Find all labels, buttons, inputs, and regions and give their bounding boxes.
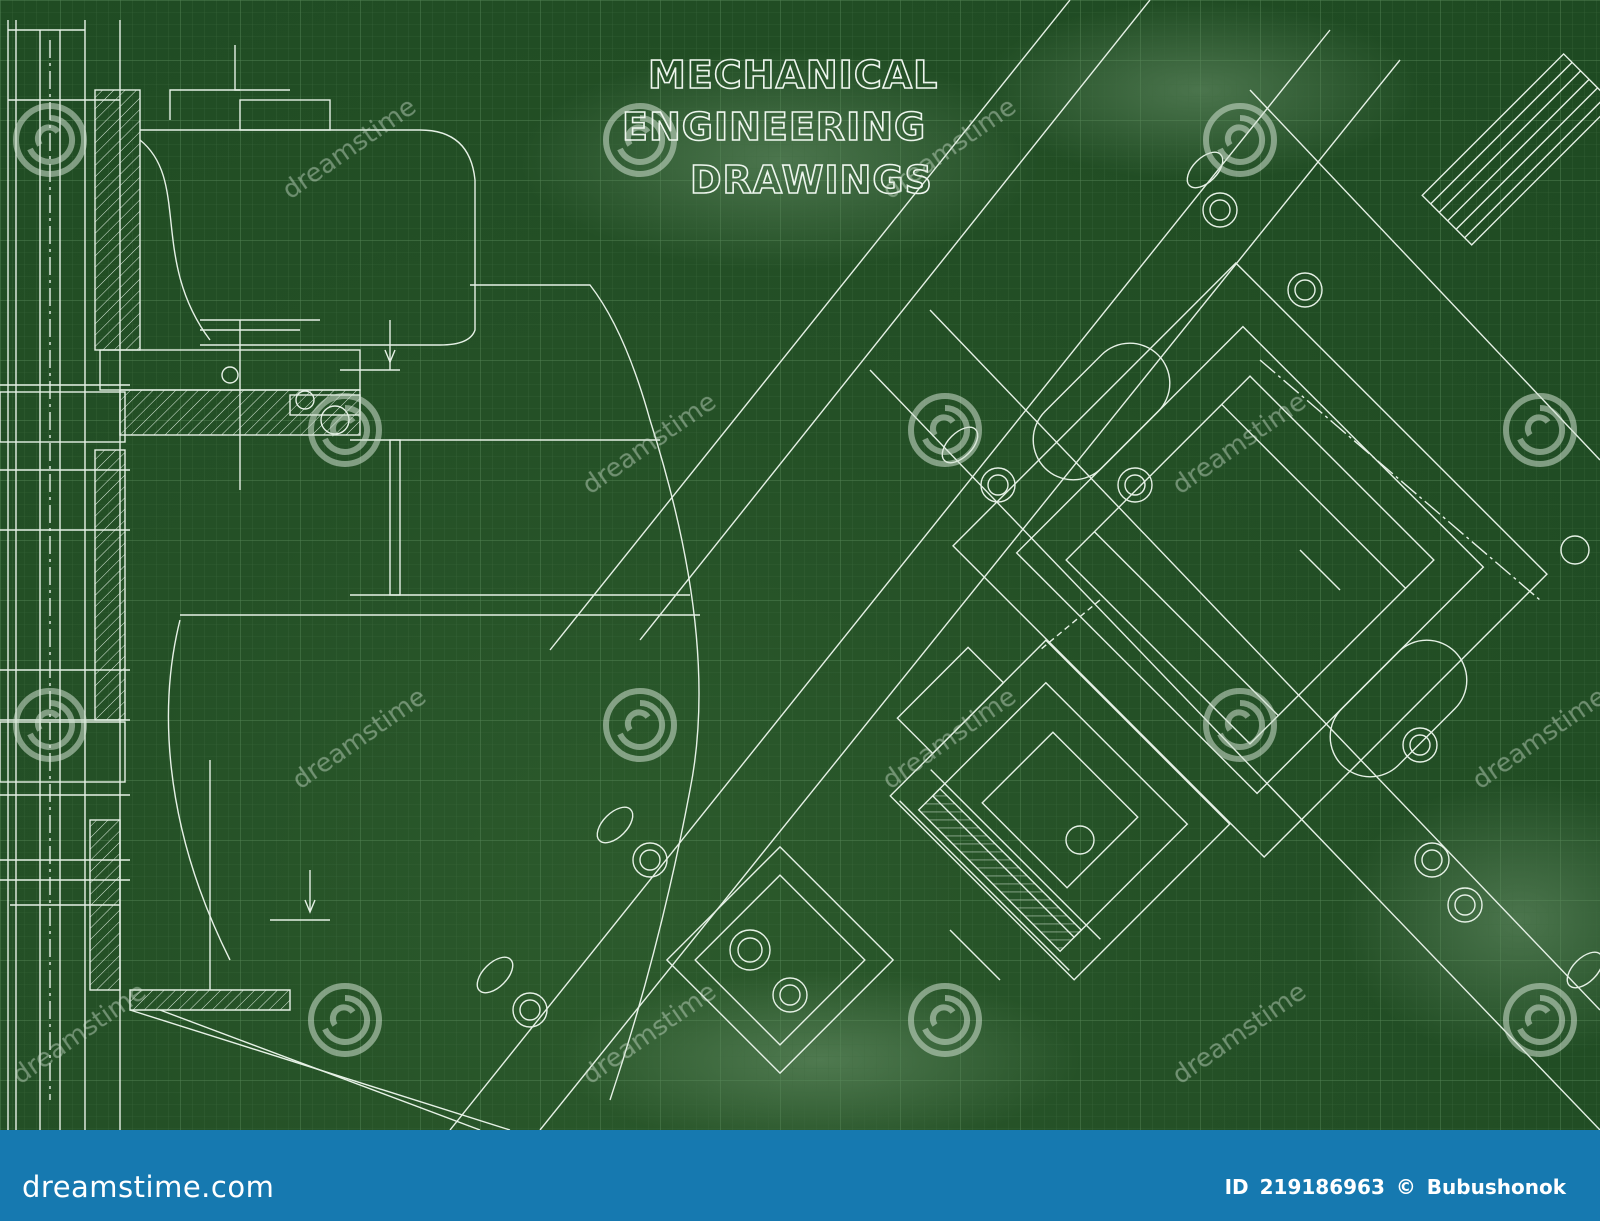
image-id-label: ID xyxy=(1224,1175,1249,1199)
footer-credit: ID 219186963 © Bubushonok xyxy=(1225,1175,1570,1199)
title-line-2: ENGINEERING xyxy=(622,105,926,149)
image-id-value: 219186963 xyxy=(1259,1175,1385,1199)
stock-footer-bar: dreamstime.com ID 219186963 © Bubushonok xyxy=(0,1130,1600,1221)
title-line-3: DRAWINGS xyxy=(690,158,933,202)
title-line-1: MECHANICAL xyxy=(648,53,938,97)
blueprint-drawing: MECHANICAL ENGINEERING DRAWINGS dreamsti… xyxy=(0,0,1600,1130)
copyright-symbol: © xyxy=(1395,1175,1416,1199)
blueprint-canvas: MECHANICAL ENGINEERING DRAWINGS dreamsti… xyxy=(0,0,1600,1130)
footer-logo[interactable]: dreamstime.com xyxy=(22,1170,275,1204)
author-name[interactable]: Bubushonok xyxy=(1426,1175,1566,1199)
